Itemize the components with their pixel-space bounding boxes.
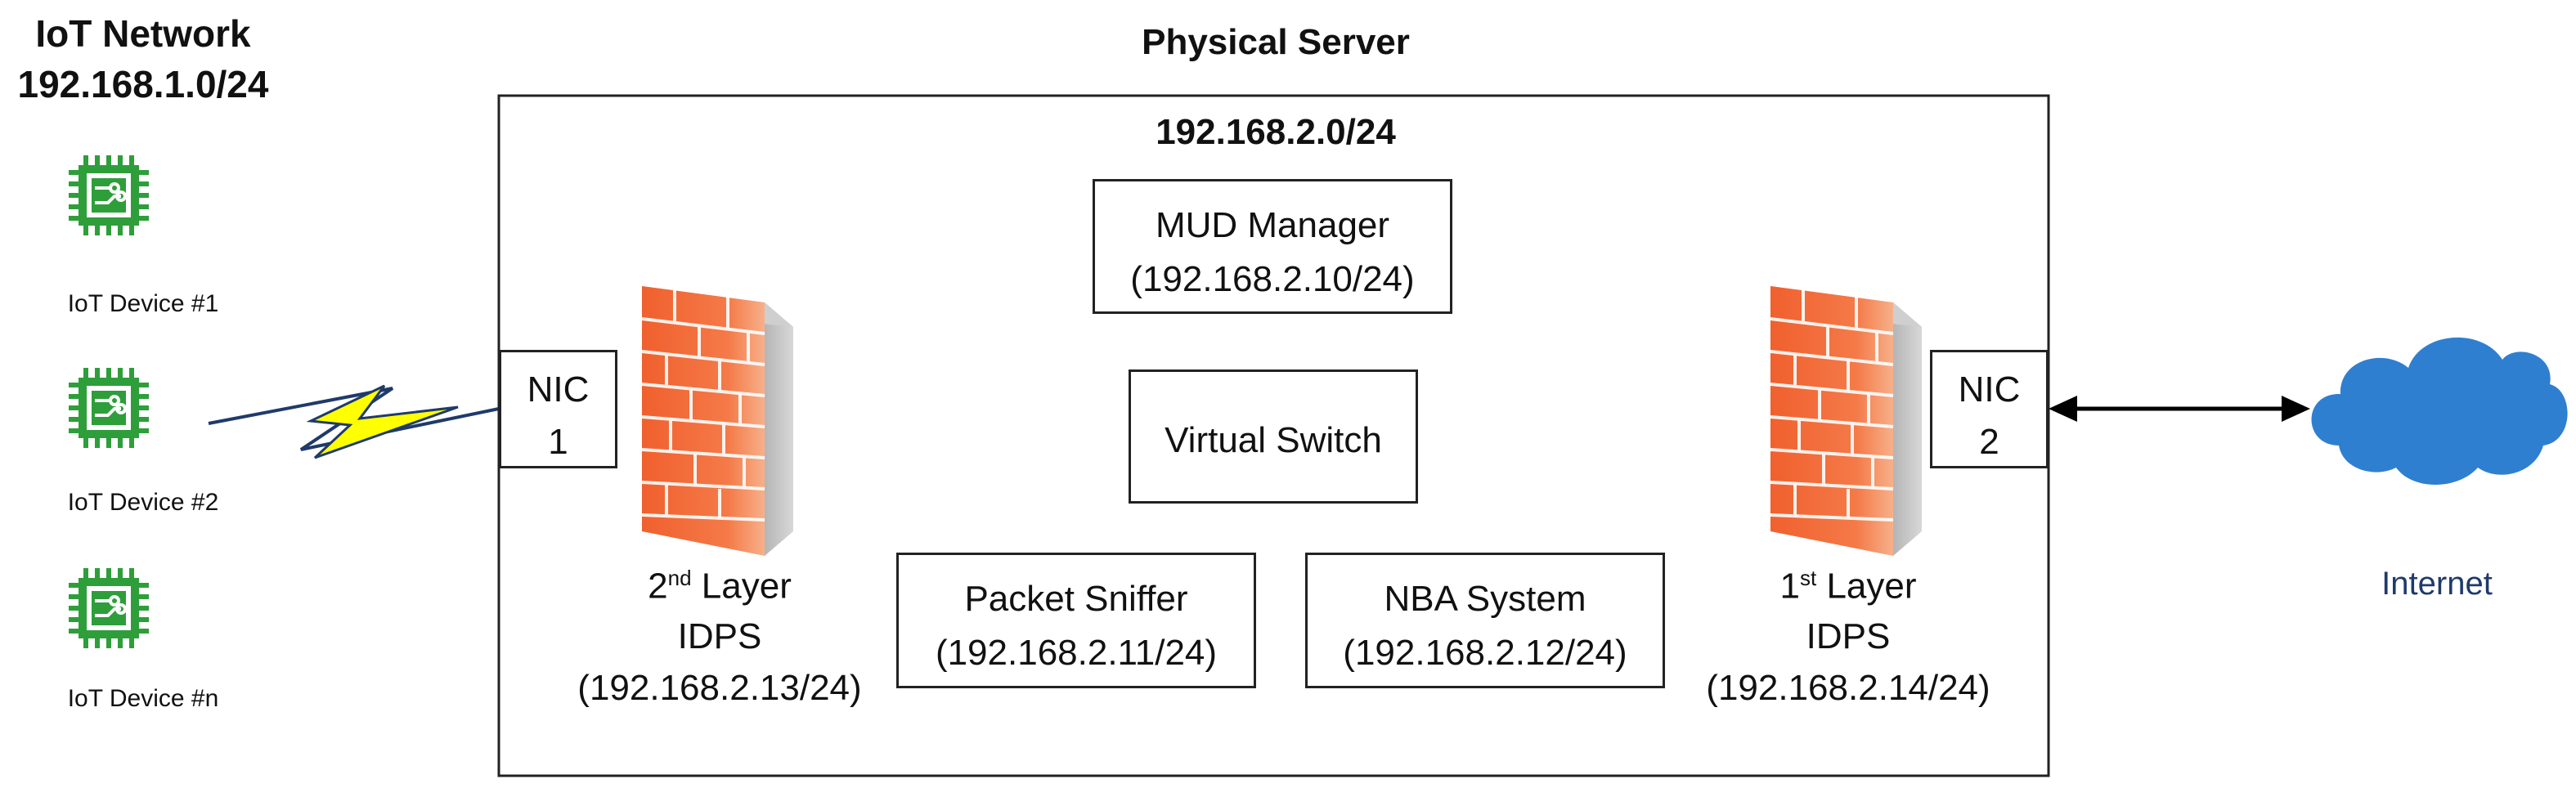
mud-manager-ip: (192.168.2.10/24) (1130, 259, 1415, 299)
mud-manager-name: MUD Manager (1155, 205, 1390, 245)
iot-chip-icon-2 (67, 366, 150, 450)
firewall-icon-layer2 (640, 284, 795, 557)
idps1-ordinal: 1 (1779, 566, 1800, 607)
server-subnet: 192.168.2.0/24 (1156, 112, 1396, 152)
idps1-layer-label: 1st Layer (1668, 567, 2028, 605)
virtual-switch-box[interactable]: Virtual Switch (1129, 369, 1418, 504)
mud-manager-box[interactable]: MUD Manager (192.168.2.10/24) (1093, 179, 1452, 314)
nic2-internet-link (2049, 396, 2310, 422)
iot-device-label-n: IoT Device #n (67, 685, 219, 712)
nic2-line1: NIC (1958, 369, 2021, 410)
arrow-right-icon (2282, 396, 2310, 422)
idps1-ip: (192.168.2.14/24) (1706, 668, 1990, 708)
idps2-suffix: nd (667, 566, 692, 590)
internet-label: Internet (2381, 566, 2493, 602)
nic1-line2: 1 (548, 422, 568, 462)
idps1-word: Layer (1826, 566, 1917, 607)
nba-system-name: NBA System (1384, 579, 1586, 619)
idps2-layer-label: 2nd Layer (540, 567, 900, 605)
idps2-ip: (192.168.2.13/24) (577, 668, 862, 708)
server-title: Physical Server (1142, 22, 1410, 62)
cloud-icon (2311, 337, 2568, 485)
nic2-box[interactable]: NIC 2 (1930, 350, 2049, 468)
iot-chip-icon-1 (67, 154, 150, 237)
wireless-link (208, 384, 500, 459)
iot-chip-icon-n (67, 566, 150, 650)
arrow-left-icon (2049, 396, 2077, 422)
nba-system-ip: (192.168.2.12/24) (1343, 633, 1627, 673)
idps1-name: IDPS (1806, 616, 1891, 656)
nic2-line2: 2 (1979, 422, 1999, 462)
idps2-word: Layer (701, 566, 792, 607)
idps1-suffix: st (1799, 566, 1817, 590)
iot-device-label-1: IoT Device #1 (67, 290, 219, 317)
idps2-ordinal: 2 (648, 566, 668, 607)
nba-system-box[interactable]: NBA System (192.168.2.12/24) (1305, 553, 1665, 688)
packet-sniffer-box[interactable]: Packet Sniffer (192.168.2.11/24) (896, 553, 1256, 688)
iot-device-label-2: IoT Device #2 (67, 489, 219, 516)
firewall-icon-layer1 (1769, 284, 1923, 557)
packet-sniffer-name: Packet Sniffer (964, 579, 1188, 619)
lightning-icon (306, 384, 459, 459)
packet-sniffer-ip: (192.168.2.11/24) (935, 633, 1218, 673)
nic1-box[interactable]: NIC 1 (499, 350, 617, 468)
nic1-line1: NIC (527, 369, 590, 410)
idps2-name: IDPS (677, 616, 762, 656)
iot-network-subnet: 192.168.1.0/24 (17, 63, 269, 105)
iot-network-title: IoT Network (35, 12, 251, 55)
virtual-switch-name: Virtual Switch (1165, 420, 1382, 460)
